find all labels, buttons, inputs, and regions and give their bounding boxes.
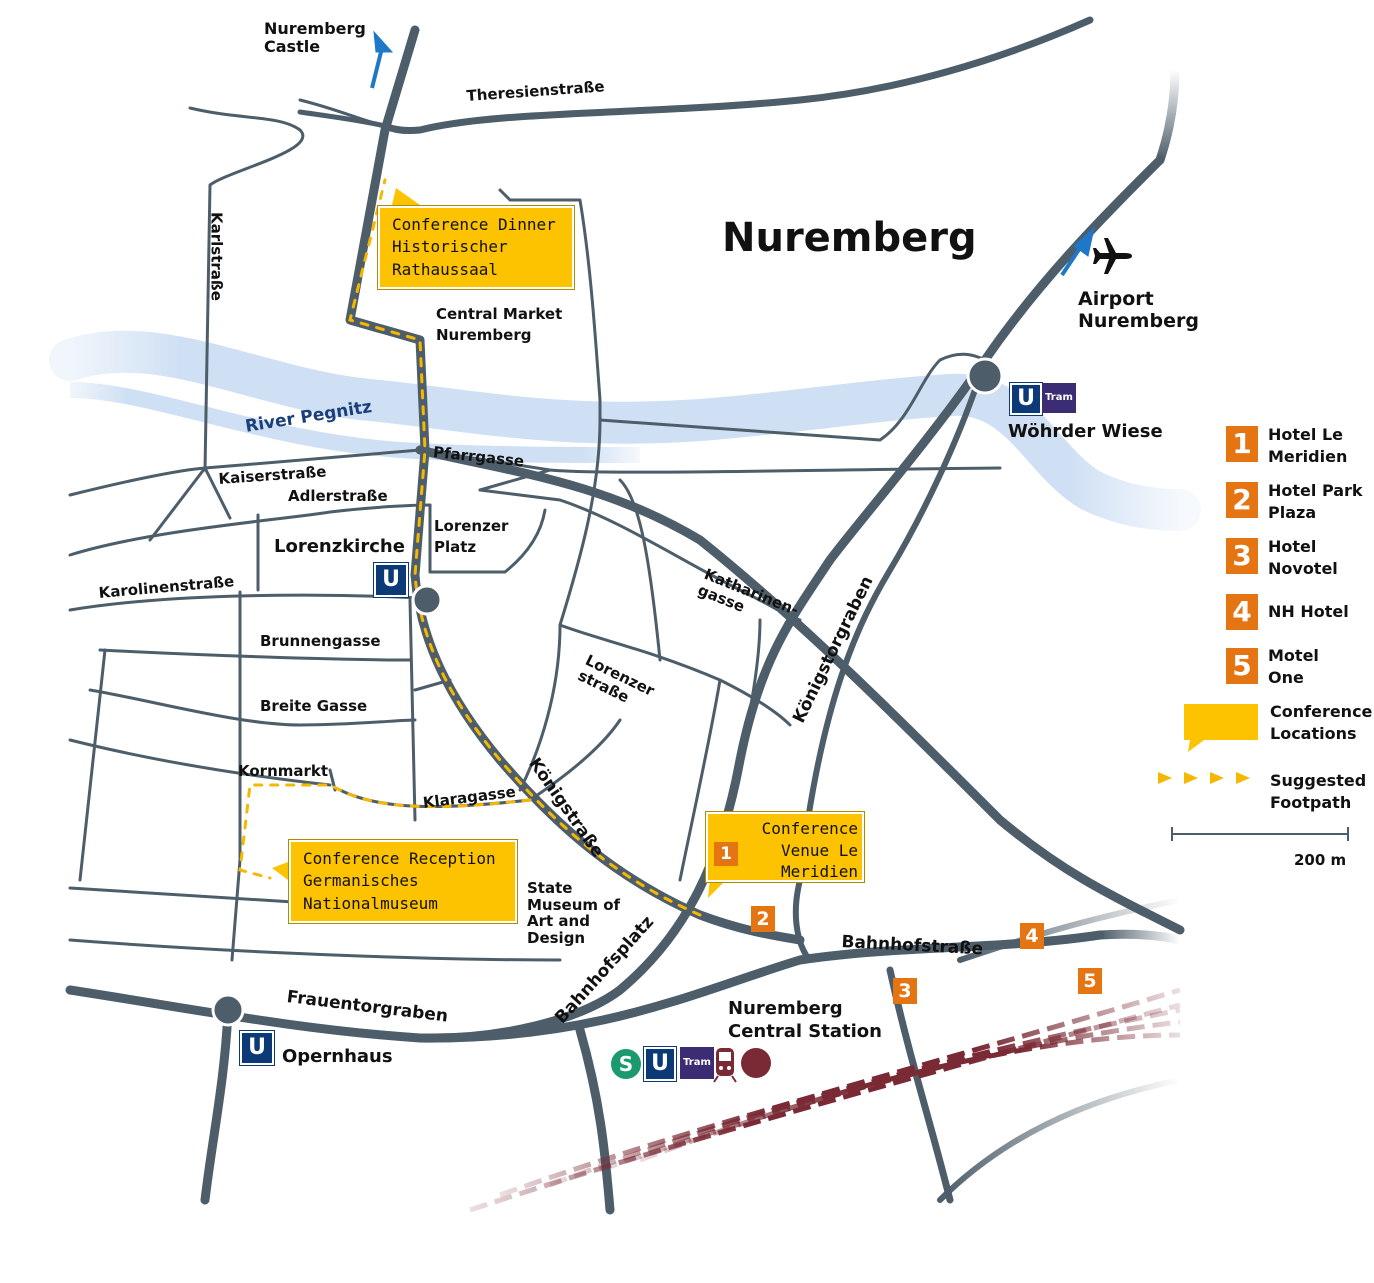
hotel-marker-4: 4 xyxy=(1020,923,1044,949)
tram-icon: Tram xyxy=(1042,383,1076,413)
s-bahn-letter: S xyxy=(619,1052,633,1076)
airplane-icon xyxy=(1093,238,1132,274)
street-karlstrasse: Karlstraße xyxy=(207,212,226,301)
legend-callout-swatch xyxy=(1184,704,1258,752)
venue-callout-text: Conference Venue Le Meridien xyxy=(761,819,858,882)
label-lorenzer-platz: Lorenzer Platz xyxy=(434,517,509,556)
label-kornmarkt: Kornmarkt xyxy=(238,762,329,780)
s-bahn-icon xyxy=(609,1047,643,1081)
station-opernhaus xyxy=(211,993,245,1027)
scale-bar xyxy=(1171,827,1349,841)
arrow-up-icon xyxy=(370,30,394,89)
legend-conference-locations: Conference Locations xyxy=(1270,702,1373,743)
dinner-callout-tail xyxy=(392,188,420,205)
legend-footpath-swatch xyxy=(1158,772,1250,784)
label-central-market: Central Market Nuremberg xyxy=(436,305,563,344)
legend-hotel-5-name: Motel One xyxy=(1268,646,1319,687)
legend-hotel-4-name: NH Hotel xyxy=(1268,602,1349,621)
legend-hotel-2-name: Hotel Park Plaza xyxy=(1268,481,1363,522)
river-branch xyxy=(69,382,641,463)
station-circles xyxy=(211,357,1004,1027)
major-roads xyxy=(65,16,1185,1215)
street-brunnengasse: Brunnengasse xyxy=(260,632,381,650)
u-bahn-icon: U xyxy=(373,562,409,598)
label-lorenzkirche: Lorenzkirche xyxy=(274,536,405,557)
u-bahn-icon: U xyxy=(239,1030,275,1066)
tram-icon: Tram xyxy=(680,1047,714,1079)
legend-hotel-5-number: 5 xyxy=(1226,648,1258,684)
minor-streets xyxy=(68,98,1002,962)
label-airport: Airport Nuremberg xyxy=(1078,288,1199,332)
station-lorenzkirche xyxy=(411,584,443,616)
legend-hotel-3-number: 3 xyxy=(1226,538,1258,574)
legend-suggested-footpath: Suggested Footpath xyxy=(1270,771,1367,812)
label-castle: Nuremberg Castle xyxy=(264,19,366,57)
hotel-marker-5: 5 xyxy=(1078,968,1102,994)
hotel-marker-2: 2 xyxy=(751,906,775,932)
legend-hotel-2-number: 2 xyxy=(1226,482,1258,518)
label-central-station: Nuremberg Central Station xyxy=(728,998,882,1043)
u-bahn-icon: U xyxy=(643,1046,677,1082)
venue-callout-tail xyxy=(708,878,728,898)
label-state-museum: State Museum of Art and Design xyxy=(527,879,621,947)
legend-hotel-1-name: Hotel Le Meridien xyxy=(1268,425,1348,466)
rail-dot-icon xyxy=(741,1048,771,1078)
callout-conference-reception: Conference Reception Germanisches Nation… xyxy=(288,838,518,925)
station-woehrder-wiese xyxy=(966,357,1004,395)
legend-hotel-3-name: Hotel Novotel xyxy=(1268,537,1338,578)
legend-scale-label: 200 m xyxy=(1294,851,1347,869)
legend-hotel-1-number: 1 xyxy=(1226,426,1258,462)
street-adlerstrasse: Adlerstraße xyxy=(288,487,388,505)
map-title: Nuremberg xyxy=(722,215,977,261)
railway-tracks xyxy=(469,987,1181,1213)
label-opernhaus: Opernhaus xyxy=(282,1046,393,1067)
venue-hotel-badge: 1 xyxy=(714,842,738,866)
river-pegnitz xyxy=(49,330,1201,531)
u-bahn-icon: U xyxy=(1009,382,1043,416)
hotel-marker-3: 3 xyxy=(893,978,917,1004)
callout-conference-dinner: Conference Dinner Historischer Rathaussa… xyxy=(377,204,575,291)
street-breite-gasse: Breite Gasse xyxy=(260,697,368,715)
legend-hotel-4-number: 4 xyxy=(1226,594,1258,630)
label-woehrder-wiese: Wöhrder Wiese xyxy=(1008,421,1163,442)
callout-conference-venue: 1 Conference Venue Le Meridien xyxy=(705,811,865,883)
arrow-up-icon xyxy=(1060,226,1095,277)
train-icon xyxy=(713,1048,737,1083)
reception-callout-tail xyxy=(272,862,288,880)
suggested-footpath xyxy=(238,178,702,917)
